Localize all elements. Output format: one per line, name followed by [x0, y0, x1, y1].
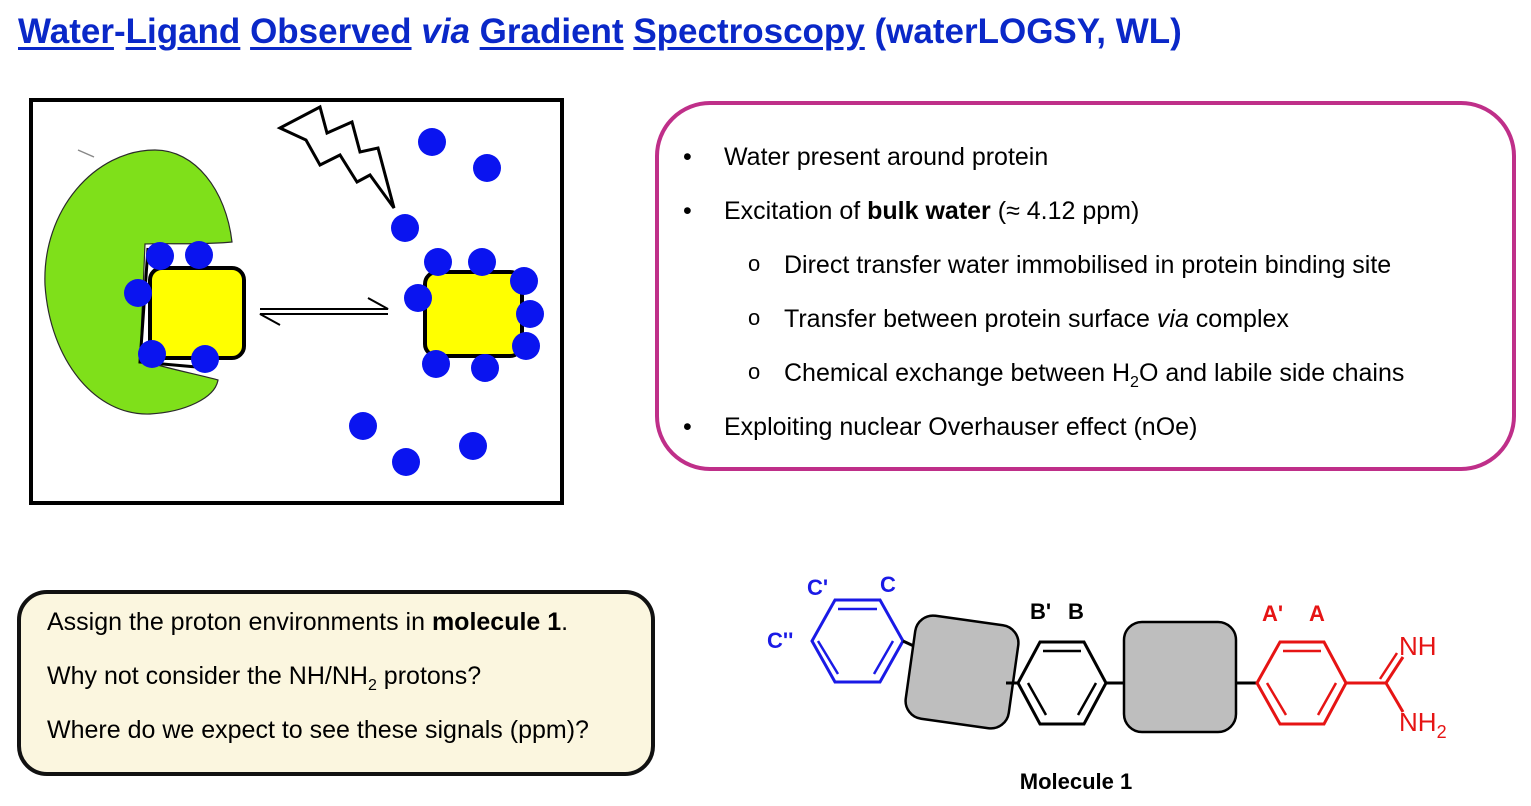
- label-b-prime: B': [1030, 599, 1051, 624]
- bullet-marker: •: [683, 413, 692, 441]
- question-3: Where do we expect to see these signals …: [47, 716, 589, 744]
- title-hyphen: -: [113, 12, 126, 51]
- bullet-text: Chemical exchange between H2O and labile…: [784, 359, 1405, 391]
- question-2: Why not consider the NH/NH2 protons?: [47, 662, 482, 694]
- binding-illustration: [29, 98, 564, 505]
- bullet-marker: •: [683, 143, 692, 171]
- molecule-1-structure: C' C C'' B' B A' A NH NH2 Molecule 1: [767, 572, 1447, 794]
- label-nh2: NH2: [1399, 707, 1447, 742]
- protein-whisker: [77, 149, 95, 158]
- slide-title: Water-Ligand Observed via Gradient Spect…: [18, 12, 1182, 52]
- title-word-gradient: Gradient: [479, 12, 624, 51]
- bullet-text: Direct transfer water immobilised in pro…: [784, 251, 1392, 279]
- title-word-ligand: Ligand: [125, 12, 241, 51]
- bullet-text: Transfer between protein surface via com…: [784, 305, 1289, 333]
- bullet-text: Exploiting nuclear Overhauser effect (nO…: [724, 413, 1198, 441]
- bullet-text: Excitation of bulk water (≈ 4.12 ppm): [724, 197, 1140, 225]
- title-word-via: via: [421, 12, 470, 51]
- title-word-water: Water: [18, 12, 114, 51]
- sub-bullet-marker: o: [748, 359, 761, 384]
- label-b: B: [1068, 599, 1084, 624]
- label-c: C: [880, 572, 896, 597]
- lightning-bolt-icon: [276, 104, 396, 209]
- bullet-marker: •: [683, 197, 692, 225]
- title-word-observed: Observed: [250, 12, 412, 51]
- title-word-spectroscopy: Spectroscopy: [633, 12, 865, 51]
- ring-b-phenyl: [1016, 640, 1108, 726]
- label-a: A: [1309, 601, 1325, 626]
- label-c-double-prime: C'': [767, 628, 793, 653]
- label-a-prime: A': [1262, 601, 1283, 626]
- bound-ligand: [148, 266, 246, 360]
- question-box: Assign the proton environments in molecu…: [17, 590, 655, 776]
- bullet-text: Water present around protein: [724, 143, 1049, 171]
- molecule-caption: Molecule 1: [1020, 769, 1132, 794]
- label-nh: NH: [1399, 631, 1437, 661]
- sub-bullet-marker: o: [748, 251, 761, 276]
- equilibrium-arrows: [259, 297, 389, 326]
- ring-a-phenyl: [1255, 640, 1405, 726]
- water-molecules: [124, 128, 544, 476]
- label-c-prime: C': [807, 575, 828, 600]
- grey-block-2: [1122, 620, 1238, 734]
- ring-c-phenyl: [810, 598, 905, 684]
- question-1: Assign the proton environments in molecu…: [47, 608, 569, 636]
- free-ligand: [423, 270, 524, 358]
- sub-bullet-marker: o: [748, 305, 761, 330]
- grey-block-1: [904, 614, 1020, 730]
- title-acronym: (waterLOGSY, WL): [874, 12, 1182, 51]
- bullet-box: [655, 101, 1516, 471]
